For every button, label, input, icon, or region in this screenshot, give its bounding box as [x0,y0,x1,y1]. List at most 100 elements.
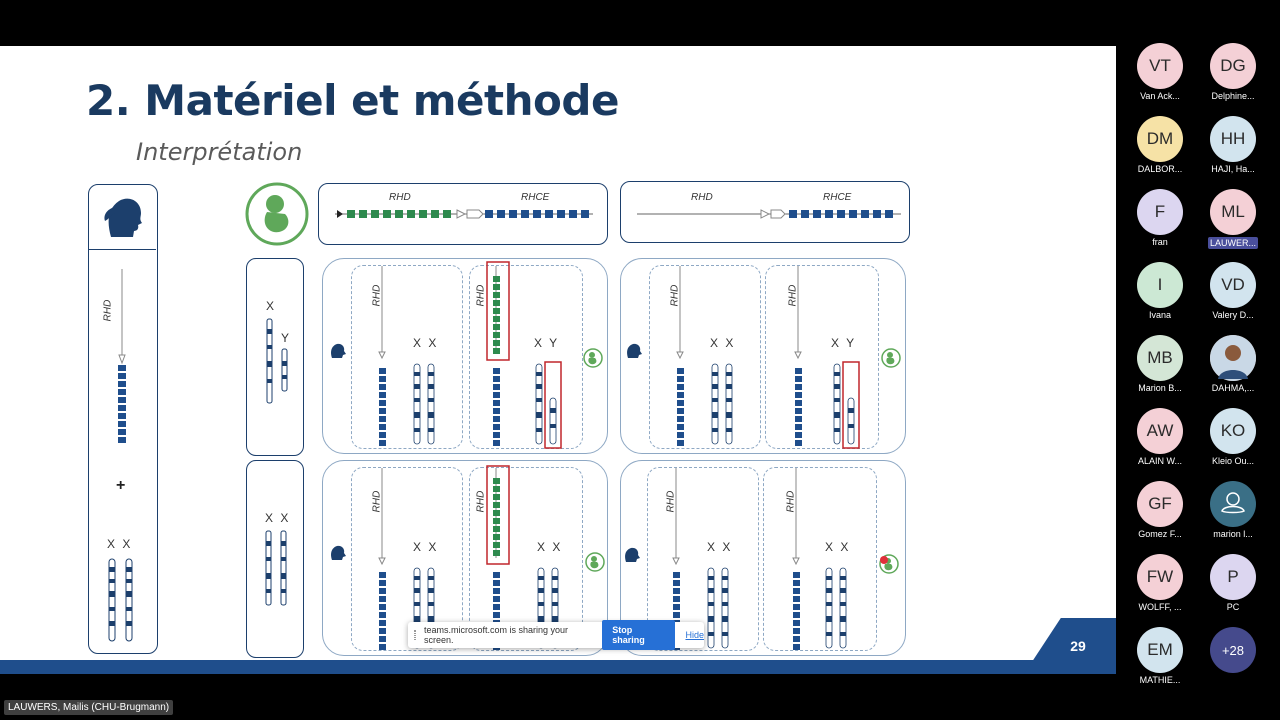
s1-rhd-a: RHD [371,284,383,307]
participant-tile[interactable]: HH HAJI, Ha... [1194,116,1272,174]
s3-rhd-b: RHD [475,490,487,513]
slide-footer-bar [0,660,1116,674]
fetus-female-panel: X X [246,460,304,658]
s4-xx-b: X X [825,540,851,554]
s2-xx: X X [710,336,736,350]
share-grip-icon [414,630,416,640]
participant-tile[interactable]: DG Delphine... [1194,43,1272,101]
s2-rhd-a: RHD [669,284,681,307]
s3-xx-a: X X [413,540,439,554]
participant-tile[interactable]: I Ivana [1121,262,1199,320]
participant-avatar: VD [1210,262,1256,308]
participant-avatar: VT [1137,43,1183,89]
participant-avatar: EM [1137,627,1183,673]
mother-rhd-gene [118,269,126,443]
participant-tile[interactable]: DAHMA,... [1194,335,1272,393]
slide-title: 2. Matériel et méthode [86,76,619,125]
s3-rhd-a: RHD [371,490,383,513]
participant-avatar: HH [1210,116,1256,162]
participant-person-icon [1210,481,1256,527]
participant-name: LAUWER... [1207,237,1258,249]
participant-name: Delphine... [1211,91,1255,101]
s1-xy: X Y [534,336,560,350]
participant-avatar: I [1137,262,1183,308]
participant-avatar: GF [1137,481,1183,527]
s4-rhd-a: RHD [665,490,677,513]
share-message: teams.microsoft.com is sharing your scre… [424,625,569,645]
header1-rhd-label: RHD [389,192,411,203]
participant-avatar: MB [1137,335,1183,381]
header2-gene-diagram [637,209,901,219]
header1-gene-diagram [335,209,593,219]
fetus-male-panel: X Y [246,258,304,456]
s1-xx: X X [413,336,439,350]
fetus-male-y: Y [281,331,292,345]
participant-avatar: F [1137,189,1183,235]
participant-tile[interactable]: P PC [1194,554,1272,612]
fetus-female-label: X X [265,511,291,525]
scenario-rhd-neg-male [620,258,906,454]
fetus-icon [245,182,309,246]
slide-subtitle: Interprétation [136,138,303,166]
participant-avatar: AW [1137,408,1183,454]
participant-name: Kleio Ou... [1211,456,1255,466]
s1-rhd-b: RHD [475,284,487,307]
plus-sign: + [116,477,126,494]
participant-avatar: +28 [1210,627,1256,673]
participant-avatar: P [1210,554,1256,600]
fetus-female-chromosomes [265,530,287,606]
mother-rhd-label: RHD [102,299,114,322]
participant-tile[interactable]: ML LAUWER... [1194,189,1272,254]
s4-rhd-b: RHD [785,490,797,513]
participant-name: WOLFF, ... [1138,602,1182,612]
participant-avatar: ML [1210,189,1256,235]
fetus-male-chromosomes [266,318,288,404]
participant-name: Van Ack... [1140,91,1180,101]
speaker-name-label: LAUWERS, Mailis (CHU-Brugmann) [4,700,174,715]
participant-name: fran [1152,237,1168,247]
participant-tile[interactable]: VT Van Ack... [1121,43,1199,101]
s2-rhd-b: RHD [787,284,799,307]
fetus-male-x: X [266,299,277,313]
participant-tile[interactable]: KO Kleio Ou... [1194,408,1272,466]
header1-rhce-label: RHCE [521,192,550,203]
participant-name: MATHIE... [1139,675,1181,685]
participant-avatar: KO [1210,408,1256,454]
participant-name: DALBOR... [1137,164,1183,174]
participant-name: Valery D... [1212,310,1254,320]
presentation-slide: 2. Matériel et méthode Interprétation [0,46,1116,674]
participant-avatar: FW [1137,554,1183,600]
s4-xx-a: X X [707,540,733,554]
participant-name: PC [1226,602,1240,612]
participant-avatar: DG [1210,43,1256,89]
header2-rhce-label: RHCE [823,192,852,203]
participant-tile[interactable]: VD Valery D... [1194,262,1272,320]
participant-name: DAHMA,... [1211,383,1255,393]
s3-xx-b: X X [537,540,563,554]
rhd-negative-gene-header: RHD RHCE [620,181,910,243]
mother-chromosomes [108,558,133,642]
participant-tile[interactable]: EM MATHIE... [1121,627,1199,685]
participant-name: Ivana [1148,310,1172,320]
participant-photo-avatar [1210,335,1256,381]
participant-tile[interactable]: FW WOLFF, ... [1121,554,1199,612]
participant-tile[interactable]: marion l... [1194,481,1272,539]
hide-link[interactable]: Hide [685,630,704,640]
mother-panel: RHD + X X [88,184,158,654]
s2-xy: X Y [831,336,857,350]
header2-rhd-label: RHD [691,192,713,203]
mother-head-icon [104,198,142,237]
page-number: 29 [1070,638,1086,654]
participant-name: marion l... [1213,529,1253,539]
scenario-rhd-pos-male [322,258,608,454]
stop-sharing-button[interactable]: Stop sharing [602,620,676,650]
participant-name: HAJI, Ha... [1211,164,1255,174]
participant-tile[interactable]: +28 [1194,627,1272,673]
